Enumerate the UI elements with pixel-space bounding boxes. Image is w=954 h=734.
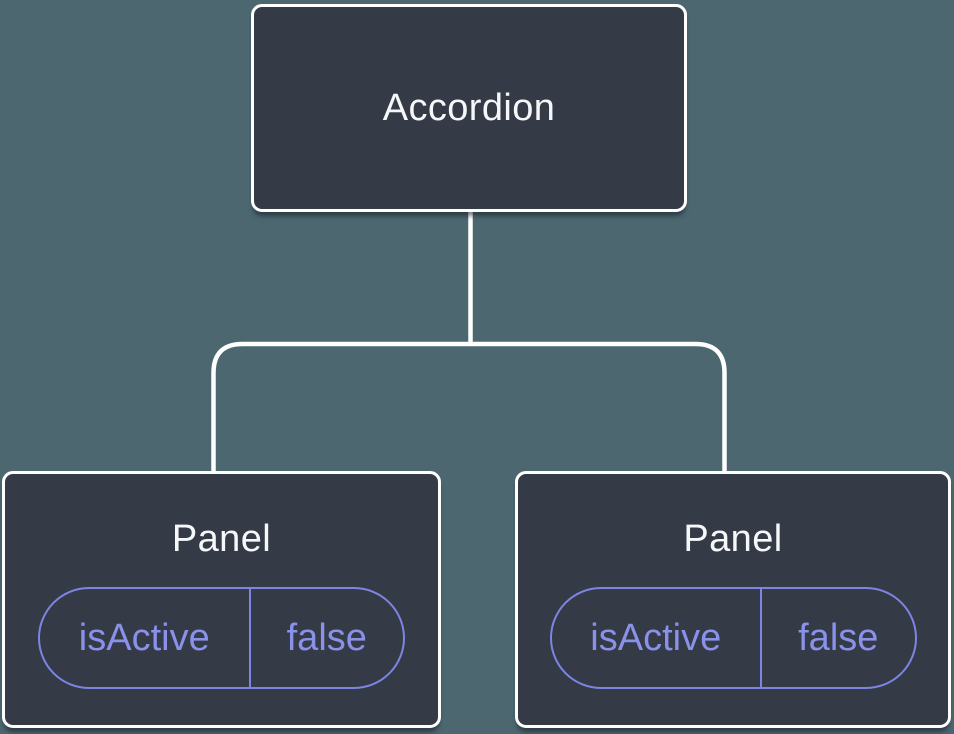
panel-1-node-label: Panel [171, 518, 272, 560]
component-node-panel-1: Panel isActive false [2, 471, 441, 728]
panel-2-state-pill: isActive false [549, 587, 917, 689]
accordion-node-label: Accordion [382, 86, 556, 129]
panel-2-state-key: isActive [552, 589, 763, 687]
panel-1-state-value: false [286, 616, 367, 659]
panel-2-node-label: Panel [683, 518, 783, 560]
panel-1-state-pill: isActive false [38, 587, 405, 689]
component-node-accordion: Accordion [251, 4, 687, 212]
component-node-panel-2: Panel isActive false [515, 471, 951, 728]
connector-branch [211, 341, 727, 472]
panel-1-state-key: isActive [40, 589, 251, 687]
panel-2-state-value: false [798, 616, 879, 659]
